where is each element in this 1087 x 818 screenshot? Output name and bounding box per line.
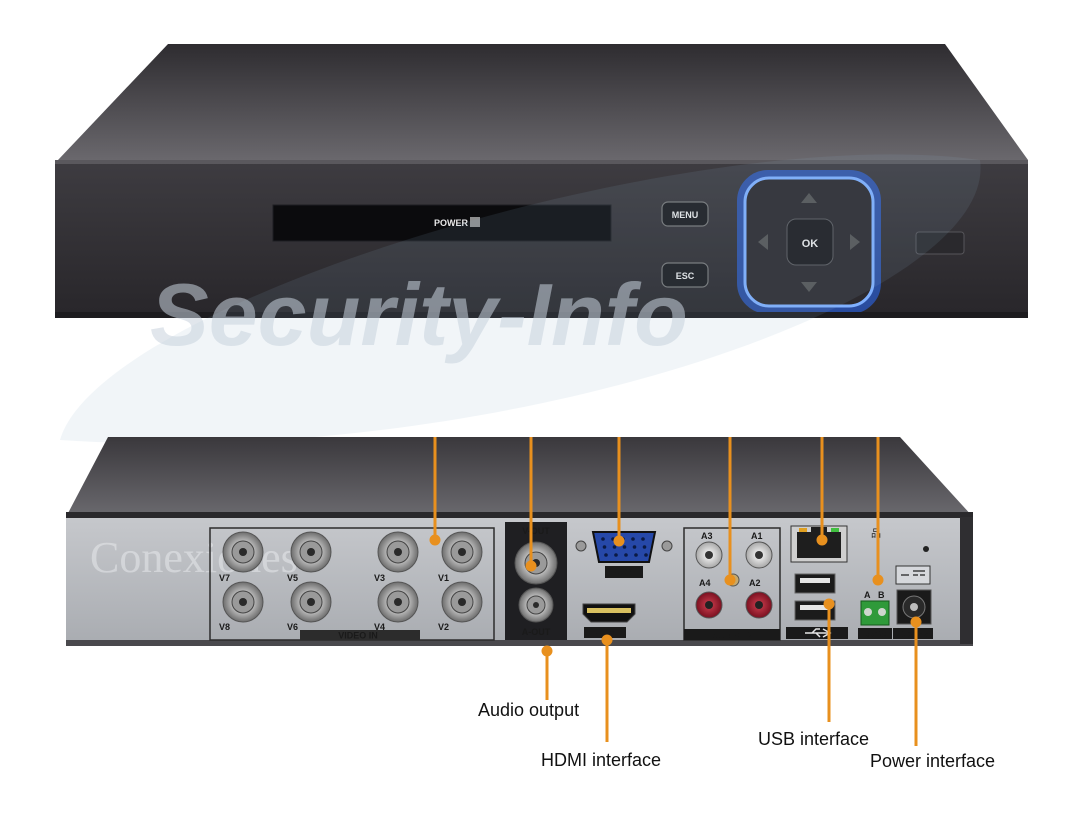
audio-a2-label: A2 [749, 578, 761, 588]
video-input-label: V7 [219, 573, 230, 583]
audio-a3-label: A3 [701, 531, 713, 541]
video-input-connector [377, 581, 419, 623]
video-input-label: V4 [374, 622, 385, 632]
audio-a2-connector [745, 591, 773, 619]
watermark-brand: Security-Info [150, 265, 688, 364]
dc-polarity-icon [901, 570, 925, 576]
usb-slot-front [915, 231, 965, 255]
audio-a1-connector [745, 541, 773, 569]
a-out-label: A-OUT [522, 627, 551, 637]
video-input-label: V2 [438, 622, 449, 632]
usb-port-1 [794, 573, 836, 594]
front-face-edge [55, 160, 1028, 164]
video-input-label: V3 [374, 573, 385, 583]
menu-button [661, 201, 709, 227]
up-arrow-icon [801, 193, 817, 203]
audio-a3-connector [695, 541, 723, 569]
video-in-label: VIDEO IN [338, 631, 378, 641]
watermark-secondary: Conexiones [90, 533, 298, 582]
a-out-connector [518, 587, 554, 623]
display-window [272, 204, 612, 242]
video-input-label: V5 [287, 573, 298, 583]
vga-label: VGA [614, 568, 634, 578]
audio-in-label: AUDIO IN [712, 630, 753, 640]
rs485-b-label: B [878, 590, 885, 600]
v-out-label: V-OUT [522, 526, 550, 536]
power-led-icon [470, 217, 480, 227]
left-arrow-icon [758, 234, 768, 250]
rs485-label: RS485 [861, 629, 889, 639]
v-out-connector [514, 541, 558, 585]
esc-button [661, 262, 709, 288]
right-arrow-icon [850, 234, 860, 250]
video-input-label: V6 [287, 622, 298, 632]
rear-panel-bottom-edge [66, 640, 973, 646]
power-interface-callout: Power interface [870, 751, 996, 771]
front-bottom-edge [55, 312, 1028, 318]
vga-screw-right [661, 540, 673, 552]
rear-top-surface [66, 437, 973, 517]
navigation-pad: OK [737, 170, 881, 314]
esc-button-label: ESC [676, 271, 695, 281]
video-input-connector [222, 531, 264, 573]
video-input-label: V1 [438, 573, 449, 583]
vga-screw-left [575, 540, 587, 552]
video-input-connector [290, 531, 332, 573]
ok-button-label: OK [802, 238, 819, 250]
video-input-connector [441, 581, 483, 623]
video-input-connector [290, 581, 332, 623]
video-input-connector [441, 531, 483, 573]
video-input-connector [377, 531, 419, 573]
audio-a4-connector [695, 591, 723, 619]
video-input-connector [222, 581, 264, 623]
rear-right-side [960, 517, 973, 644]
callout-leader-lines [429, 437, 922, 746]
audio-output-callout: Audio output [478, 700, 580, 720]
video-input-label: V8 [219, 622, 230, 632]
hdmi-label: H-DMI [592, 628, 618, 638]
down-arrow-icon [801, 282, 817, 292]
reset-hole [923, 546, 929, 552]
audio-a4-label: A4 [699, 578, 711, 588]
rear-panel-top-edge [66, 512, 973, 518]
ok-button [786, 218, 834, 266]
dvr-front-unit: POWER MENU ESC OK [55, 44, 1028, 318]
front-top-surface [58, 44, 1028, 160]
watermark-swoosh [60, 154, 981, 444]
rs485-a-label: A [864, 590, 871, 600]
menu-button-label: MENU [672, 210, 699, 220]
hdmi-interface-callout: HDMI interface [541, 750, 662, 770]
usb-interface-callout: USB interface [758, 729, 870, 749]
dc-label: DC 12V [897, 629, 929, 639]
power-indicator-label: POWER [434, 218, 469, 228]
network-icon: 品 [871, 528, 881, 540]
audio-a1-label: A1 [751, 531, 763, 541]
